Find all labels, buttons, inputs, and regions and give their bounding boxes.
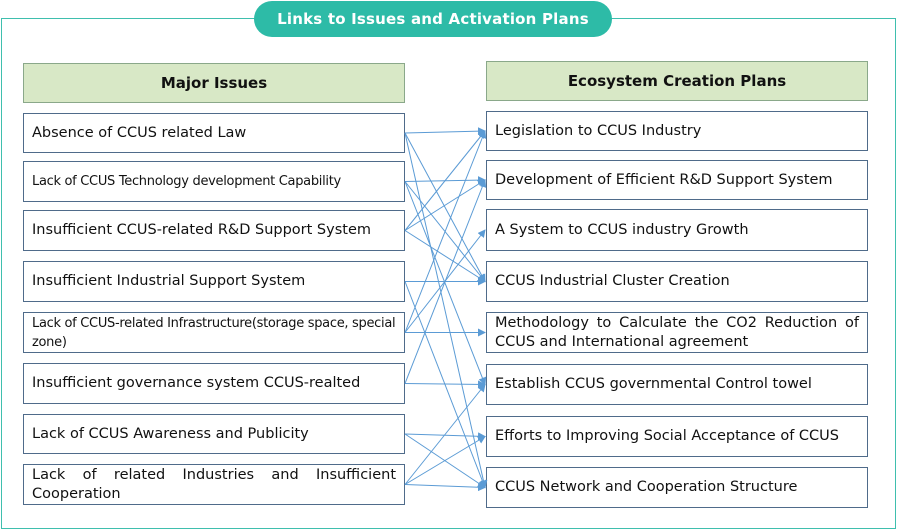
plan-box-5: Establish CCUS governmental Control towe… [486, 364, 868, 405]
ecosystem-plans-header: Ecosystem Creation Plans [486, 61, 868, 101]
link-arrow-5-to-5 [404, 380, 486, 389]
link-arrow-0-to-3 [404, 132, 486, 283]
link-arrow-4-to-0 [404, 130, 487, 333]
issue-box-6: Lack of CCUS Awareness and Publicity [23, 414, 405, 454]
issue-box-5: Insufficient governance system CCUS-real… [23, 363, 405, 404]
link-arrow-2-to-0 [404, 130, 486, 231]
issue-box-4: Lack of CCUS-related Infrastructure(stor… [23, 312, 405, 353]
plan-box-3: CCUS Industrial Cluster Creation [486, 261, 868, 302]
plan-box-6: Efforts to Improving Social Acceptance o… [486, 416, 868, 457]
issue-box-3: Insufficient Industrial Support System [23, 261, 405, 302]
issue-box-0: Absence of CCUS related Law [23, 113, 405, 153]
link-arrow-5-to-1 [404, 179, 487, 384]
issue-box-2: Insufficient CCUS-related R&D Support Sy… [23, 210, 405, 251]
link-arrow-2-to-1 [404, 179, 486, 231]
plan-box-4: Methodology to Calculate the CO2 Reducti… [486, 312, 868, 353]
link-arrow-0-to-7 [404, 132, 488, 489]
link-arrow-2-to-3 [404, 230, 486, 283]
diagram-title: Links to Issues and Activation Plans [254, 1, 612, 37]
plan-box-2: A System to CCUS industry Growth [486, 209, 868, 251]
link-arrow-0-to-0 [404, 127, 486, 136]
issue-box-7: Lack of related Industries and Insuffici… [23, 464, 405, 505]
issue-box-1: Lack of CCUS Technology development Capa… [23, 161, 405, 202]
plan-box-1: Development of Efficient R&D Support Sys… [486, 160, 868, 200]
plan-box-7: CCUS Network and Cooperation Structure [486, 467, 868, 508]
link-arrow-7-to-5 [404, 383, 486, 485]
major-issues-header: Major Issues [23, 63, 405, 103]
plan-box-0: Legislation to CCUS Industry [486, 111, 868, 151]
link-arrow-7-to-7 [404, 483, 486, 492]
link-arrow-7-to-6 [404, 435, 486, 485]
